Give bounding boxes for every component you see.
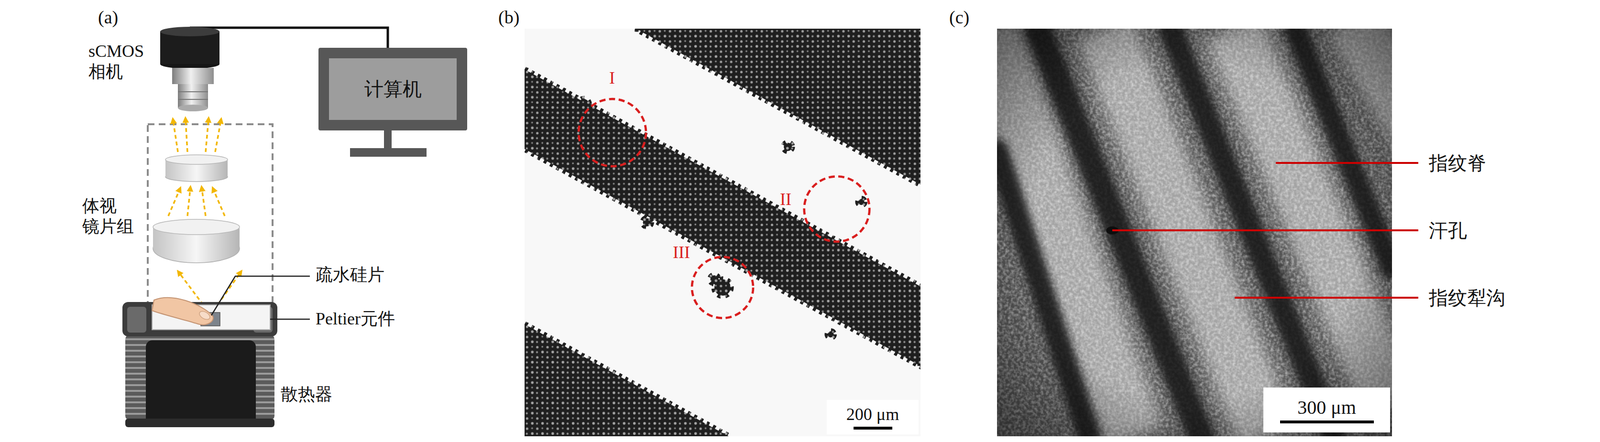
- scale-bar-box: 300 μm: [1263, 387, 1391, 433]
- component-label: Peltier元件: [315, 308, 395, 330]
- fingerprint-image: [997, 28, 1392, 437]
- region-circles: [578, 98, 870, 318]
- leader-line: [211, 276, 310, 316]
- camera: [160, 26, 220, 112]
- camera-cable: [189, 27, 388, 48]
- monitor-stand: [383, 128, 392, 150]
- leader-line: [270, 318, 310, 321]
- node-text: 300 μm: [1297, 396, 1357, 419]
- panel-label: (b): [498, 6, 520, 29]
- light-rays: [168, 119, 241, 306]
- component-label: 散热器: [280, 384, 333, 406]
- large-lens: [153, 219, 240, 264]
- node-text: 200 μm: [846, 405, 899, 425]
- region-label: II: [779, 189, 792, 210]
- finger: [152, 297, 214, 326]
- component-label: 疏水硅片: [315, 264, 385, 286]
- feature-label: 指纹脊: [1428, 152, 1487, 176]
- feature-label: 指纹犁沟: [1428, 286, 1506, 310]
- lens-group-frame: [147, 124, 273, 312]
- small-lens: [165, 154, 228, 182]
- panel-label: (a): [98, 6, 119, 29]
- scale-bar-box: 200 μm: [826, 400, 919, 435]
- region-label: I: [609, 67, 615, 89]
- scale-bar: [853, 427, 893, 430]
- micrograph-b: [524, 28, 921, 437]
- component-label: 体视 镜片组: [82, 196, 143, 238]
- region-label: III: [672, 242, 691, 264]
- component-label: sCMOS 相机: [88, 41, 158, 83]
- scale-bar: [1280, 420, 1374, 424]
- node-text: 计算机: [364, 78, 422, 101]
- monitor-base: [350, 148, 427, 157]
- computer-monitor: 计算机: [318, 47, 468, 131]
- panel-label: (c): [949, 6, 970, 29]
- feature-label: 汗孔: [1428, 219, 1468, 243]
